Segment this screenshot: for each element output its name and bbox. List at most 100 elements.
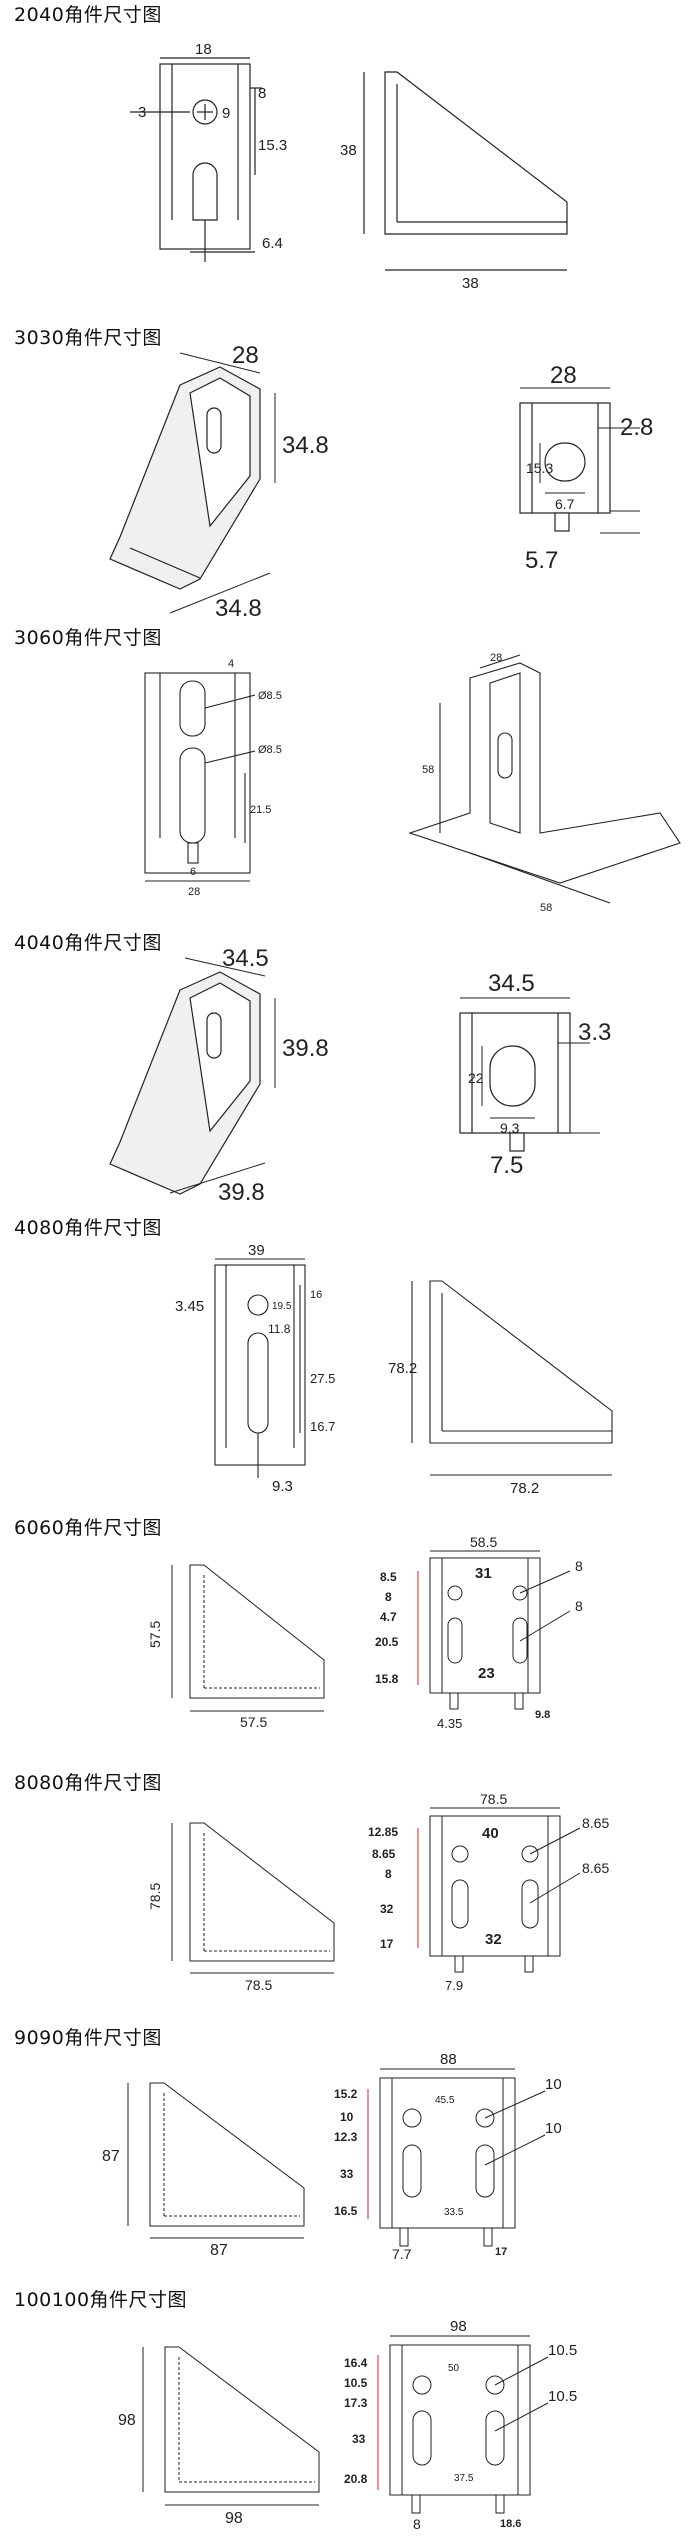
section-title: 3030角件尺寸图 bbox=[14, 327, 162, 349]
dim-d2: 8 bbox=[575, 1598, 583, 1614]
section-8080: 8080角件尺寸图 78.5 78.5 78.5 40 32 8.65 bbox=[0, 1768, 700, 2023]
section-title: 3060角件尺寸图 bbox=[14, 627, 162, 649]
dim-slot-h: 15.3 bbox=[526, 460, 553, 476]
dim-side-w: 78.5 bbox=[245, 1977, 272, 1993]
dim-slot-h: 27.5 bbox=[310, 1371, 335, 1386]
dim-foot: 4.35 bbox=[437, 1716, 462, 1731]
dim-side-h: 98 bbox=[118, 2412, 136, 2429]
dim-left: 3.45 bbox=[175, 1298, 204, 1315]
dim-hole-spacing: 45.5 bbox=[435, 2095, 455, 2106]
dim-slot-spacing: 33.5 bbox=[444, 2207, 464, 2218]
dim-side-h: 87 bbox=[102, 2148, 120, 2165]
dim-left-1: 10 bbox=[340, 2110, 354, 2124]
section-6060: 6060角件尺寸图 57.5 57.5 58.5 31 23 bbox=[0, 1513, 700, 1768]
section-title: 2040角件尺寸图 bbox=[14, 4, 162, 26]
dim-d2: 10 bbox=[545, 2120, 562, 2137]
dim-front-w: 34.5 bbox=[488, 970, 535, 997]
dim-foot: 7.9 bbox=[445, 1978, 463, 1993]
dim-slot-spacing: 32 bbox=[485, 1931, 502, 1948]
dim-hole-spacing: 31 bbox=[475, 1565, 492, 1582]
dim-slot-w: 6.7 bbox=[555, 496, 575, 512]
dim-left-3: 20.5 bbox=[375, 1635, 399, 1649]
section-title: 4080角件尺寸图 bbox=[14, 1217, 162, 1239]
dim-hole: 9 bbox=[222, 105, 230, 122]
dim-edge: 9.8 bbox=[535, 1709, 550, 1721]
dim-iso-bottom: 58 bbox=[540, 902, 552, 914]
dim-iso-h: 58 bbox=[422, 764, 434, 776]
dim-left-4: 20.8 bbox=[344, 2472, 368, 2486]
dim-hole1: Ø8.5 bbox=[258, 690, 282, 702]
dim-front-w: 58.5 bbox=[470, 1534, 497, 1550]
dim-left-2: 8 bbox=[385, 1867, 392, 1881]
dim-width: 39 bbox=[248, 1242, 265, 1259]
dim-hole-spacing: 40 bbox=[482, 1825, 499, 1842]
dim-edge: 2.8 bbox=[620, 414, 653, 441]
dim-top: 16 bbox=[310, 1289, 322, 1301]
dim-top: 4 bbox=[228, 658, 234, 670]
drawing-9090: 87 87 88 45.5 33.5 10 10 15.2 10 12.3 33… bbox=[102, 2051, 562, 2262]
drawing-3030: 28 34.8 34.8 28 2.8 15.3 6.7 5.7 bbox=[109, 342, 653, 622]
section-title: 8080角件尺寸图 bbox=[14, 1772, 162, 1794]
section-2040: 2040角件尺寸图 18 8 9 3 bbox=[0, 0, 700, 300]
dim-edge: 18.6 bbox=[500, 2518, 521, 2530]
dim-slot-h: 22 bbox=[468, 1070, 484, 1086]
dim-slot-w: 9.3 bbox=[500, 1120, 520, 1136]
dim-d1: 10 bbox=[545, 2076, 562, 2093]
dim-left-4: 15.8 bbox=[375, 1672, 399, 1686]
drawing-4080: 39 16 19.5 3.45 11.8 27.5 16.7 9.3 78.2 … bbox=[175, 1242, 613, 1497]
dim-hole-spacing: 50 bbox=[448, 2363, 460, 2374]
dim-iso-h: 34.8 bbox=[282, 432, 329, 459]
dim-side-w: 57.5 bbox=[240, 1714, 267, 1730]
dim-side-w: 78.2 bbox=[510, 1480, 539, 1497]
dim-slot-spacing: 37.5 bbox=[454, 2473, 474, 2484]
dim-edge: 3.3 bbox=[578, 1019, 611, 1046]
dim-foot: 8 bbox=[413, 2516, 421, 2532]
dim-side-w: 38 bbox=[462, 275, 479, 292]
section-title: 6060角件尺寸图 bbox=[14, 1517, 162, 1539]
dim-hole: 19.5 bbox=[272, 1301, 292, 1312]
dim-slot-spacing: 23 bbox=[478, 1665, 495, 1682]
dim-left-2: 17.3 bbox=[344, 2396, 368, 2410]
dim-hole2: Ø8.5 bbox=[258, 744, 282, 756]
section-4080: 4080角件尺寸图 39 16 19.5 3.45 11.8 27.5 16.7 bbox=[0, 1213, 700, 1513]
dim-d1: 8 bbox=[575, 1558, 583, 1574]
section-title: 100100角件尺寸图 bbox=[14, 2289, 188, 2311]
section-3030: 3030角件尺寸图 28 34.8 34.8 bbox=[0, 323, 700, 623]
drawing-2040: 18 8 9 3 15.3 6.4 38 38 bbox=[130, 41, 568, 292]
dim-left-2: 12.3 bbox=[334, 2130, 358, 2144]
drawing-6060: 57.5 57.5 58.5 31 23 8 8 8.5 8 4.7 20.5 … bbox=[147, 1534, 583, 1731]
section-title: 9090角件尺寸图 bbox=[14, 2027, 162, 2049]
dim-left-1: 8.65 bbox=[372, 1847, 396, 1861]
dim-iso-top: 28 bbox=[490, 652, 502, 664]
section-9090: 9090角件尺寸图 87 87 88 45.5 33.5 10 bbox=[0, 2023, 700, 2285]
dim-iso-top: 28 bbox=[232, 342, 259, 369]
dim-front-w: 88 bbox=[440, 2051, 457, 2068]
dim-bottom: 6.4 bbox=[262, 235, 283, 252]
dim-left-0: 15.2 bbox=[334, 2087, 358, 2101]
dim-side-w: 87 bbox=[210, 2242, 228, 2259]
dim-left-0: 12.85 bbox=[368, 1825, 398, 1839]
dim-iso-bottom: 39.8 bbox=[218, 1179, 265, 1206]
dim-gap: 11.8 bbox=[268, 1322, 291, 1336]
dim-front-w: 78.5 bbox=[480, 1791, 507, 1807]
drawing-4040: 34.5 39.8 39.8 34.5 3.3 22 9.3 7.5 bbox=[109, 945, 611, 1206]
dim-left-0: 16.4 bbox=[344, 2356, 368, 2370]
dim-bottom-h: 16.7 bbox=[310, 1419, 335, 1434]
section-title: 4040角件尺寸图 bbox=[14, 932, 162, 954]
section-3060: 3060角件尺寸图 4 Ø8.5 Ø8.5 21.5 6 bbox=[0, 623, 700, 928]
dim-front-w: 98 bbox=[450, 2318, 467, 2335]
dim-slot: 15.3 bbox=[258, 137, 287, 154]
dim-d2: 8.65 bbox=[582, 1860, 609, 1876]
dim-side-h: 57.5 bbox=[147, 1621, 163, 1648]
dim-left-4: 16.5 bbox=[334, 2204, 358, 2218]
dim-side-w: 98 bbox=[225, 2510, 243, 2527]
dim-foot: 7.7 bbox=[392, 2246, 412, 2262]
dim-d1: 8.65 bbox=[582, 1815, 609, 1831]
drawing-100100: 98 98 98 50 37.5 10.5 10.5 16.4 10.5 17.… bbox=[118, 2318, 577, 2532]
dim-edge: 17 bbox=[495, 2246, 507, 2258]
drawing-3060: 4 Ø8.5 Ø8.5 21.5 6 28 28 58 58 bbox=[144, 652, 681, 914]
dim-foot: 5.7 bbox=[525, 547, 558, 574]
dim-left-0: 8.5 bbox=[380, 1570, 397, 1584]
dim-side-h: 38 bbox=[340, 142, 357, 159]
section-100100: 100100角件尺寸图 98 98 98 50 37.5 10.5 bbox=[0, 2285, 700, 2545]
